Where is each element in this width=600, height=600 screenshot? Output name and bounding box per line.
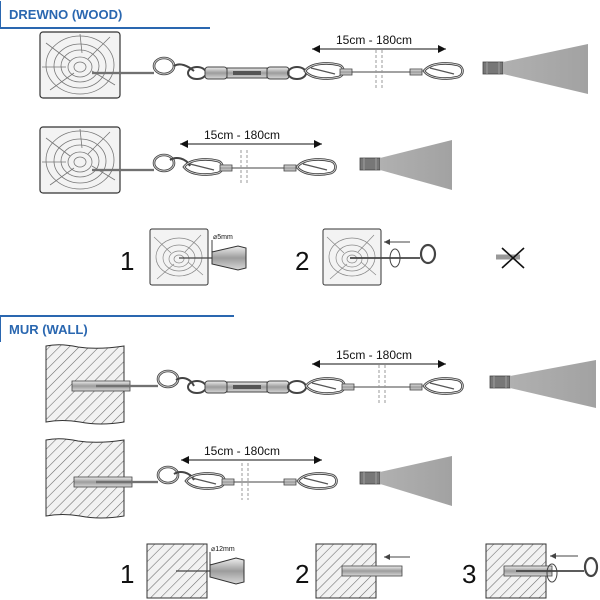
sail-corner-icon xyxy=(359,471,381,485)
wood-row-1: 15cm - 180cm xyxy=(39,31,588,99)
snap-hook-icon xyxy=(295,158,337,176)
sail-icon xyxy=(510,360,596,408)
wood-steps: 1 ⌀5mm 2 xyxy=(120,228,525,286)
step-number: 3 xyxy=(462,559,476,589)
snap-hook-icon xyxy=(184,472,226,490)
dimension-label: 15cm - 180cm xyxy=(204,128,280,142)
drill-size-label: ⌀5mm xyxy=(213,234,233,241)
eye-screw-icon xyxy=(419,243,437,265)
wire-clip-icon xyxy=(221,478,235,486)
snap-hook-icon xyxy=(422,377,464,395)
sail-icon xyxy=(380,140,452,190)
dimension-label: 15cm - 180cm xyxy=(336,33,412,47)
wall-row-2: 15cm - 180cm xyxy=(45,438,452,519)
wire-clip-icon xyxy=(409,383,423,391)
wood-block-icon xyxy=(149,228,209,286)
step-number: 2 xyxy=(295,559,309,589)
shackle-icon xyxy=(173,63,195,72)
sail-icon xyxy=(380,456,452,506)
cross-icon xyxy=(496,247,525,269)
shackle-icon xyxy=(175,377,195,387)
wood-section: DREWNO (WOOD) 15cm - 180cm xyxy=(0,1,588,286)
wood-block-icon xyxy=(39,126,121,194)
drill-size-label: ⌀12mm xyxy=(211,546,235,553)
wood-section-title: DREWNO (WOOD) xyxy=(9,7,122,22)
wall-section: MUR (WALL) 15cm - 180cm xyxy=(0,315,599,599)
wire-clip-icon xyxy=(409,68,423,76)
wood-block-icon xyxy=(322,228,382,286)
wood-block-icon xyxy=(39,31,121,99)
rotation-arrow-icon xyxy=(546,563,558,583)
rotation-arrow-icon xyxy=(389,248,401,268)
drill-bit-icon xyxy=(211,245,247,271)
sail-corner-icon xyxy=(359,157,381,171)
snap-hook-icon xyxy=(182,158,224,176)
wire-clip-icon xyxy=(219,164,233,172)
step-number: 1 xyxy=(120,246,134,276)
step-number: 1 xyxy=(120,559,134,589)
dowel-icon xyxy=(341,565,403,577)
dimension-label: 15cm - 180cm xyxy=(336,348,412,362)
wire-clip-icon xyxy=(341,383,355,391)
wire-clip-icon xyxy=(283,164,297,172)
eye-screw-icon xyxy=(583,556,599,578)
wall-row-1: 15cm - 180cm xyxy=(45,344,596,425)
wood-row-2: 15cm - 180cm xyxy=(39,126,452,194)
snap-hook-icon xyxy=(422,62,464,80)
snap-hook-icon xyxy=(304,377,346,395)
sail-corner-icon xyxy=(489,375,511,389)
wire-clip-icon xyxy=(339,68,353,76)
wire-clip-icon xyxy=(283,478,297,486)
snap-hook-icon xyxy=(303,62,345,80)
sail-corner-icon xyxy=(482,61,504,75)
turnbuckle-icon xyxy=(187,66,307,80)
step-number: 2 xyxy=(295,246,309,276)
drill-bit-icon xyxy=(209,557,245,585)
wall-steps: 1 ⌀12mm 2 3 xyxy=(120,543,599,599)
turnbuckle-icon xyxy=(187,380,307,394)
wall-section-title: MUR (WALL) xyxy=(9,322,88,337)
sail-icon xyxy=(503,44,588,94)
dimension-label: 15cm - 180cm xyxy=(204,444,280,458)
snap-hook-icon xyxy=(296,472,338,490)
